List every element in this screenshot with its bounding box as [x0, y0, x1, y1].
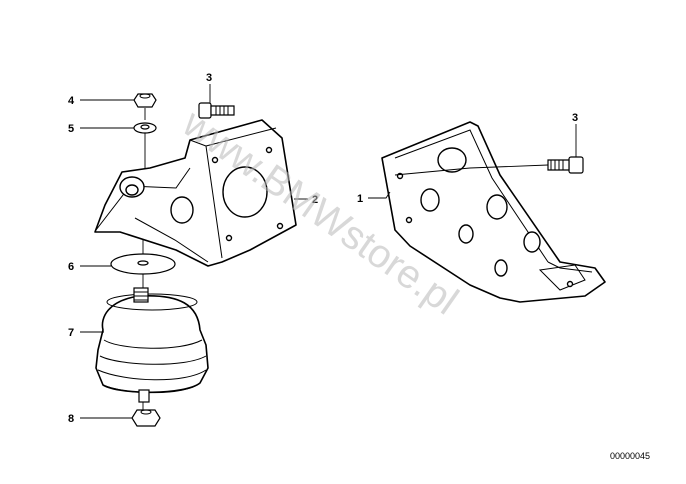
- assembly-axis-right: [394, 164, 549, 176]
- part-2-left-bracket[interactable]: [94, 119, 297, 267]
- part-1-right-bracket[interactable]: [381, 121, 606, 303]
- callout-3-left[interactable]: 3: [206, 72, 212, 84]
- part-3-bolt-left[interactable]: [198, 102, 235, 119]
- callout-3-right[interactable]: 3: [572, 112, 578, 124]
- callout-6[interactable]: 6: [68, 261, 74, 273]
- callout-2[interactable]: 2: [312, 194, 318, 206]
- part-6-washer[interactable]: [110, 253, 176, 275]
- callout-4[interactable]: 4: [68, 95, 75, 107]
- callout-7[interactable]: 7: [68, 327, 74, 339]
- callout-8[interactable]: 8: [68, 413, 74, 425]
- part-3-bolt-right[interactable]: [547, 156, 584, 174]
- part-5-washer[interactable]: [133, 122, 157, 134]
- assembly-axis-left: [142, 108, 146, 410]
- callout-5[interactable]: 5: [68, 123, 74, 135]
- part-4-nut[interactable]: [133, 93, 157, 108]
- part-8-nut[interactable]: [131, 409, 161, 427]
- callout-1[interactable]: 1: [357, 193, 363, 205]
- diagram-reference-number: 00000045: [610, 451, 650, 461]
- leader-line-1: [368, 191, 391, 199]
- part-7-engine-mount[interactable]: [95, 287, 209, 403]
